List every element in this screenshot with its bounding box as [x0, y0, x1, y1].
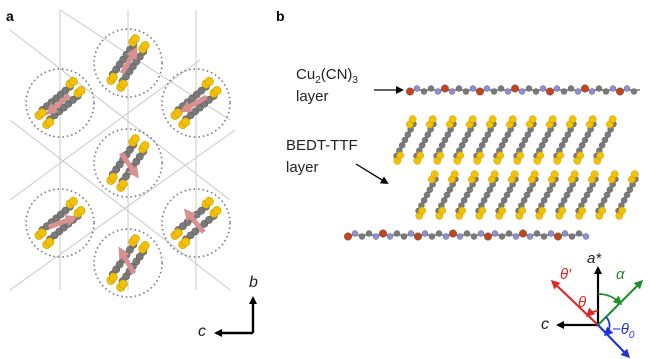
- dimer-site: [93, 128, 163, 198]
- donor-molecule: [455, 170, 479, 220]
- donor-molecule: [495, 170, 519, 220]
- donor-molecule: [493, 115, 517, 165]
- spin-arrow: [118, 246, 137, 275]
- site-circle: [93, 228, 163, 298]
- donor-molecule: [535, 170, 559, 220]
- spin-arrow: [119, 151, 139, 179]
- anion-layer-word: layer: [296, 88, 329, 105]
- donor-molecule: [513, 115, 537, 165]
- dimer-site: [93, 228, 163, 298]
- label-a-star: a*: [587, 250, 602, 267]
- dimer-site: [25, 188, 95, 258]
- panel-label-b: b: [276, 8, 285, 24]
- site-circle: [161, 68, 231, 138]
- spin-arrow: [183, 208, 206, 234]
- donor-molecule: [453, 115, 477, 165]
- site-circle: [25, 68, 95, 138]
- donor-layer-label: BEDT-TTF: [286, 137, 358, 154]
- lattice-lines: [9, 9, 236, 291]
- site-circle: [93, 128, 163, 198]
- anion-layer-bottom: [344, 229, 590, 241]
- donor-molecule: [433, 115, 457, 165]
- donor-molecule: [595, 170, 619, 220]
- spin-arrow: [45, 93, 71, 116]
- dimer-site: [25, 68, 95, 138]
- donor-molecule: [435, 170, 459, 220]
- label-theta-prime: θ′: [560, 266, 571, 283]
- donor-molecule: [573, 115, 597, 165]
- panel-label-a: a: [6, 8, 14, 24]
- donor-molecule: [515, 170, 539, 220]
- dimer-site: [161, 68, 231, 138]
- label-c-angle: c: [541, 316, 549, 333]
- spin-arrow: [119, 46, 138, 75]
- site-circle: [161, 188, 231, 258]
- spin-arrow: [179, 94, 208, 113]
- angle-diagram: [550, 266, 644, 359]
- anion-layer-top: [406, 84, 640, 96]
- axis-label-b: b: [249, 274, 258, 291]
- donor-molecule: [415, 170, 439, 220]
- dimer-site: [161, 188, 231, 258]
- donor-layer-word: layer: [286, 159, 319, 176]
- donor-molecule: [393, 115, 417, 165]
- donor-molecule: [553, 115, 577, 165]
- dimer-site: [93, 28, 163, 98]
- site-circle: [93, 28, 163, 98]
- site-circle: [25, 188, 95, 258]
- label-theta: θ: [578, 294, 587, 311]
- label-minus-theta0: −θ0: [612, 321, 635, 341]
- theta-arc: [585, 307, 599, 318]
- donor-molecule: [473, 115, 497, 165]
- donor-molecule: [533, 115, 557, 165]
- axis-label-c: c: [198, 323, 206, 340]
- donor-molecule: [575, 170, 599, 220]
- label-alpha: α: [616, 266, 625, 283]
- spin-arrow: [47, 214, 78, 230]
- donor-molecule: [475, 170, 499, 220]
- donor-molecule: [555, 170, 579, 220]
- theta0-vector: [597, 324, 631, 359]
- dimer-sites: [25, 28, 231, 298]
- pointer-arrows: [355, 86, 404, 185]
- axes-a: [214, 296, 257, 337]
- alpha-arc: [597, 293, 623, 306]
- bedt-ttf-dimer: [170, 196, 222, 250]
- donor-molecule: [593, 115, 617, 165]
- donor-molecule: [413, 115, 437, 165]
- anion-layer-label: Cu2(CN)3: [296, 66, 358, 86]
- theta0-arc: [603, 316, 614, 337]
- theta-prime-vector: [550, 279, 599, 326]
- donor-layer: [393, 115, 639, 220]
- donor-molecule: [615, 170, 639, 220]
